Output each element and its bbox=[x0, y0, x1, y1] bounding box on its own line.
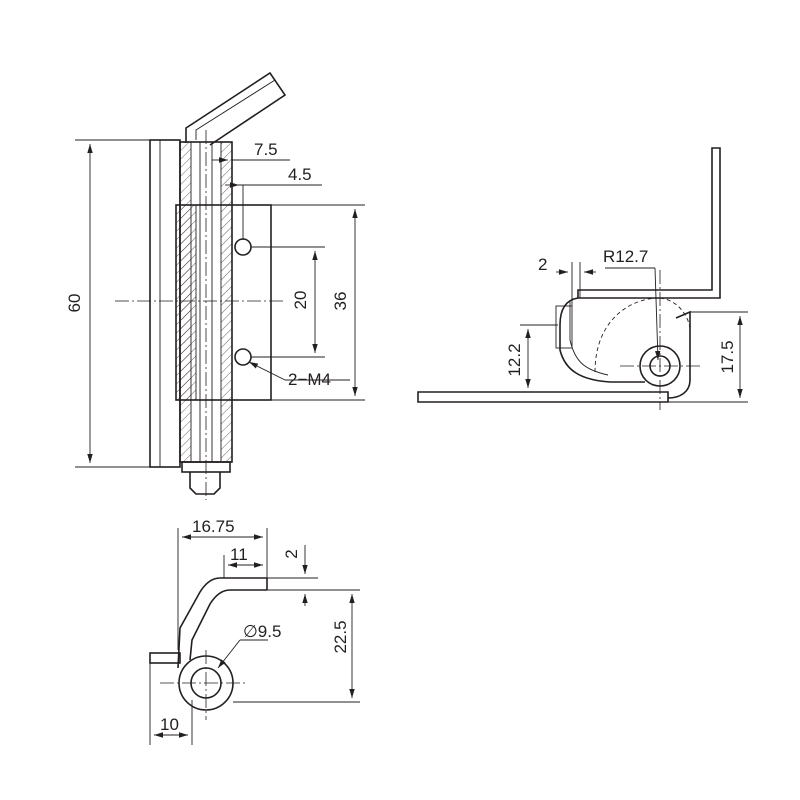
dim-leg-length: 11 bbox=[230, 545, 248, 564]
dim-eye-offset: 10 bbox=[160, 715, 179, 734]
side-view: 2 R12.7 12.2 17.5 bbox=[417, 147, 748, 410]
upright-leg bbox=[577, 147, 721, 299]
dim-radius: R12.7 bbox=[603, 247, 648, 266]
pin-tip bbox=[189, 472, 221, 495]
dim-pin-width: 7.5 bbox=[254, 140, 278, 159]
front-view: 60 36 20 7.5 4.5 2−M4 bbox=[65, 71, 365, 500]
dim-thickness: 2 bbox=[282, 549, 301, 558]
dim-height-right: 17.5 bbox=[718, 340, 737, 373]
pin-body bbox=[177, 577, 267, 669]
mounting-hole-top bbox=[234, 238, 252, 256]
pin-view: 16.75 11 2 ∅9.5 22.5 10 bbox=[149, 517, 360, 745]
dim-overall-height: 60 bbox=[65, 294, 84, 313]
pin-tab bbox=[149, 652, 181, 664]
dim-leaf-height: 36 bbox=[331, 292, 350, 311]
mounting-hole-bottom bbox=[234, 348, 252, 366]
dim-gap: 2 bbox=[538, 255, 547, 274]
dim-hole-spacing: 20 bbox=[291, 291, 310, 310]
dim-height-left: 12.2 bbox=[505, 343, 524, 376]
pin-handle-inner bbox=[195, 79, 276, 140]
pin-handle bbox=[185, 71, 287, 146]
dim-overall-width: 16.75 bbox=[192, 517, 235, 536]
dim-thread: 2−M4 bbox=[288, 370, 331, 389]
dim-diameter: ∅9.5 bbox=[243, 622, 281, 641]
dim-hole-offset: 4.5 bbox=[288, 165, 312, 184]
dim-height: 22.5 bbox=[331, 620, 350, 653]
base-plate bbox=[417, 391, 669, 403]
